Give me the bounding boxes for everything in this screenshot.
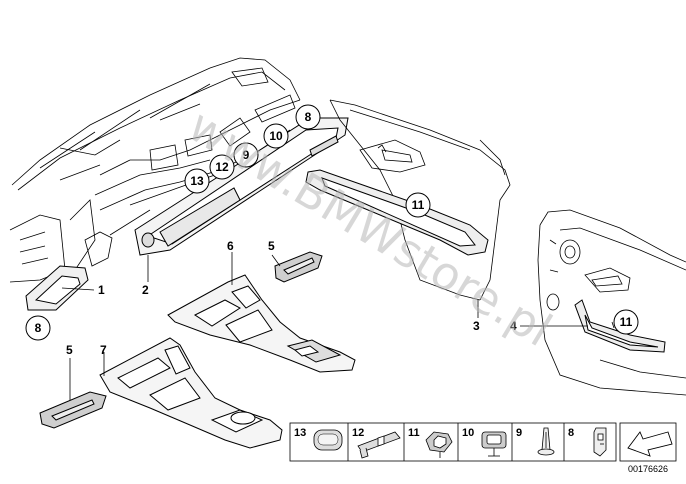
callout-5-lower: 5	[66, 343, 73, 357]
bracket-part-icon	[357, 431, 401, 459]
small-cover-lower	[39, 391, 107, 429]
callout-5-upper: 5	[268, 239, 275, 253]
small-parts-legend: 13 12 11 10 9	[289, 422, 617, 462]
circled-11-rear-label: 11	[620, 315, 633, 329]
console-trim-upper	[167, 274, 356, 373]
circled-11-rear: 11	[613, 309, 639, 335]
callout-4: 4	[510, 319, 517, 333]
left-trim-piece	[25, 265, 89, 311]
circled-12: 12	[209, 154, 235, 180]
circled-13: 13	[184, 168, 210, 194]
callout-2: 2	[142, 283, 149, 297]
legend-num-8: 8	[568, 427, 574, 439]
circled-8-top-label: 8	[305, 110, 312, 124]
cap-part-icon	[313, 429, 343, 451]
circled-callouts: 8 10 9 12 13 11 11 8	[25, 104, 639, 341]
circled-8-left-label: 8	[35, 321, 42, 335]
arrow-icon	[627, 431, 673, 457]
clip-nut-part-icon	[425, 431, 453, 458]
callout-3: 3	[473, 319, 480, 333]
rear-door-drawing	[537, 209, 686, 396]
circled-11-front: 11	[405, 192, 431, 218]
spring-nut-part-icon	[481, 431, 507, 457]
circled-8-top: 8	[295, 104, 321, 130]
legend-num-10: 10	[462, 427, 474, 439]
callout-7: 7	[100, 343, 107, 357]
orientation-arrow-box	[619, 422, 677, 462]
expanding-rivet-part-icon	[537, 427, 555, 456]
circled-10-label: 10	[269, 129, 283, 143]
circled-11-front-label: 11	[412, 198, 425, 212]
console-trim-lower	[99, 337, 283, 449]
circled-10: 10	[263, 123, 289, 149]
circled-9: 9	[233, 142, 259, 168]
legend-num-12: 12	[352, 427, 364, 439]
legend-num-11: 11	[408, 427, 420, 439]
callout-1: 1	[98, 283, 105, 297]
document-number: 00176626	[628, 464, 668, 474]
rear-door-trim-strip	[574, 299, 666, 353]
dashboard-trim-strip	[134, 117, 349, 256]
circled-12-label: 12	[215, 160, 229, 174]
legend-num-9: 9	[516, 427, 522, 439]
circled-8-left: 8	[25, 315, 51, 341]
circled-9-label: 9	[243, 148, 250, 162]
small-cover-upper	[274, 251, 323, 283]
callout-6: 6	[227, 239, 234, 253]
clamp-part-icon	[593, 427, 607, 457]
legend-num-13: 13	[294, 427, 306, 439]
circled-13-label: 13	[190, 174, 204, 188]
leader-lines	[61, 203, 615, 400]
